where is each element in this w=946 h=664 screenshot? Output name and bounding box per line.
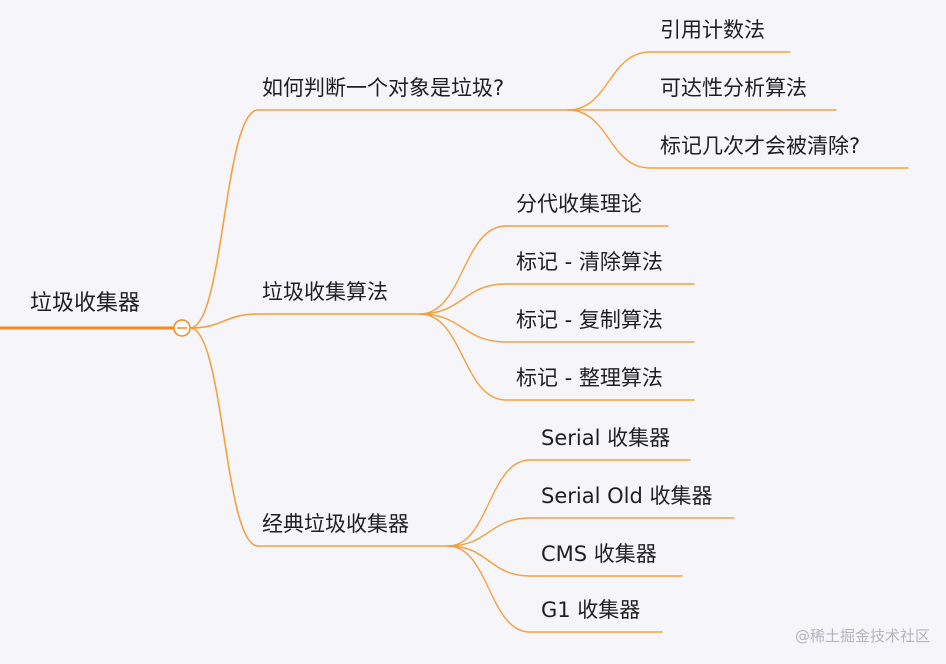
leaf-node[interactable]: G1 收集器 (541, 598, 641, 622)
leaf-node[interactable]: Serial 收集器 (541, 426, 671, 450)
branch-node-gc-algorithms[interactable]: 垃圾收集算法 (262, 280, 388, 304)
leaf-connector (419, 313, 507, 343)
leaf-node[interactable]: 可达性分析算法 (660, 76, 807, 100)
leaf-connector (567, 51, 651, 111)
leaf-connector (419, 225, 507, 315)
leaf-connector (419, 283, 507, 315)
leaf-connector (447, 545, 531, 577)
leaf-connector (567, 109, 651, 169)
leaf-node[interactable]: CMS 收集器 (541, 542, 657, 566)
leaf-node[interactable]: 标记 - 复制算法 (516, 308, 663, 332)
leaf-connector (447, 545, 531, 633)
leaf-node[interactable]: 引用计数法 (660, 18, 765, 42)
leaf-node[interactable]: 标记几次才会被清除? (660, 134, 861, 158)
leaf-connector (447, 517, 531, 547)
collapse-toggle-icon[interactable] (173, 319, 191, 337)
watermark: @稀土掘金技术社区 (794, 627, 930, 645)
leaf-node[interactable]: 标记 - 清除算法 (516, 250, 663, 274)
branch-node-garbage-detection[interactable]: 如何判断一个对象是垃圾? (262, 76, 505, 100)
leaf-connector (419, 313, 507, 401)
root-node[interactable]: 垃圾收集器 (30, 291, 141, 316)
leaf-node[interactable]: Serial Old 收集器 (541, 484, 713, 508)
branch-connector (189, 327, 259, 547)
branch-connector (189, 109, 259, 329)
leaf-connector (447, 459, 531, 547)
leaf-node[interactable]: 分代收集理论 (516, 192, 642, 216)
branch-node-classic-collectors[interactable]: 经典垃圾收集器 (262, 512, 409, 536)
branch-connector (189, 313, 259, 329)
leaf-node[interactable]: 标记 - 整理算法 (516, 366, 663, 390)
